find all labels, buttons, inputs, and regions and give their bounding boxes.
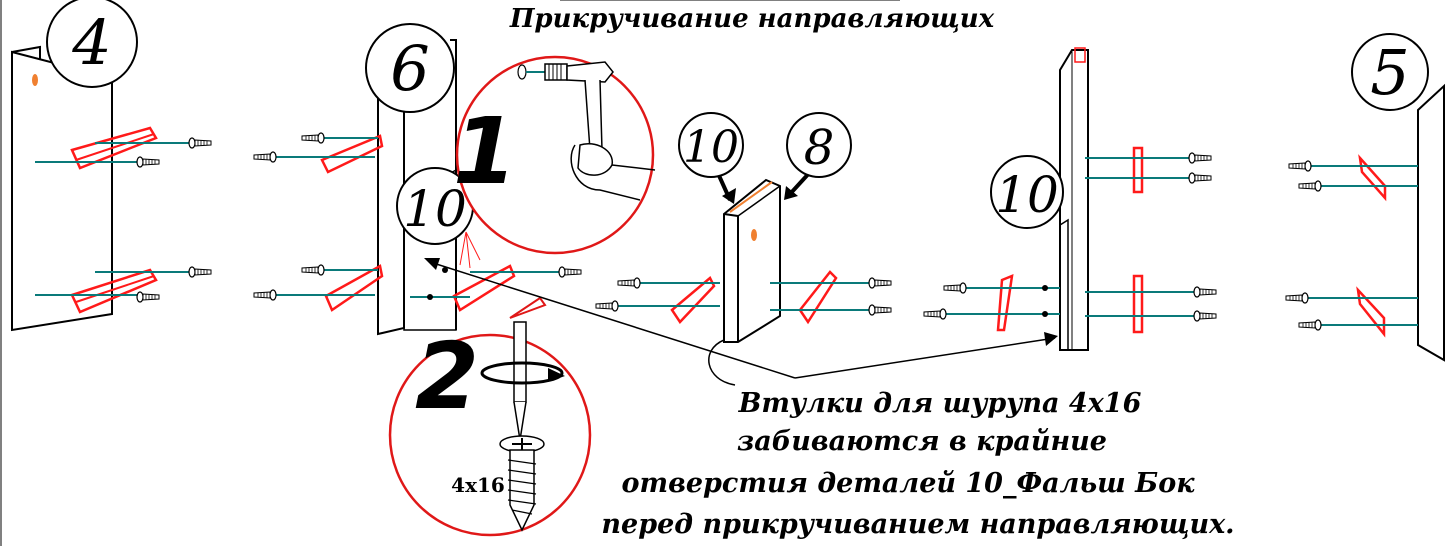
- screwdriver-icon: [480, 321, 565, 441]
- step-1-label: 1: [453, 98, 517, 205]
- part-10-label-b: 10: [683, 122, 739, 173]
- note-line-3: отверстия деталей 10_Фальш Бок: [622, 468, 1196, 499]
- part-5-badge: [1351, 33, 1429, 111]
- part-4-label: 4: [71, 6, 111, 79]
- note-line-4: перед прикручиванием направляющих.: [601, 509, 1234, 540]
- diagram-title: Прикручивание направляющих: [509, 4, 995, 34]
- panel-part-6: [254, 39, 582, 336]
- note-pointer-arrows: [424, 258, 1058, 379]
- part-4-badge: [46, 0, 138, 88]
- part-6-badge: [365, 23, 455, 113]
- step-2-pointer: [509, 296, 547, 319]
- panel-part-4: [11, 45, 212, 332]
- part-5-label: 5: [1370, 36, 1409, 109]
- part-8-label: 8: [804, 120, 835, 176]
- step-1-detail-circle: [455, 55, 655, 255]
- screw-size-label: 4x16: [451, 473, 505, 497]
- step-2-detail-circle: [388, 333, 592, 537]
- part-10-badge-c: [990, 155, 1064, 229]
- part-10-label-c: 10: [995, 166, 1059, 224]
- self-tapping-screw-icon: [499, 435, 545, 532]
- part-8-badge: [786, 112, 852, 178]
- note-line-1: Втулки для шурупа 4x16: [738, 388, 1142, 419]
- part-10-badge-b: [678, 112, 744, 178]
- panel-part-10-right: [924, 47, 1217, 351]
- note-line-2: забиваются в крайние: [737, 426, 1107, 457]
- part-6-label: 6: [390, 32, 429, 105]
- step-2-label: 2: [415, 323, 479, 430]
- panel-part-10-8: [596, 159, 892, 386]
- panel-part-5: [1286, 83, 1445, 362]
- part-10-label-a: 10: [403, 180, 467, 238]
- hammer-icon: [517, 61, 656, 201]
